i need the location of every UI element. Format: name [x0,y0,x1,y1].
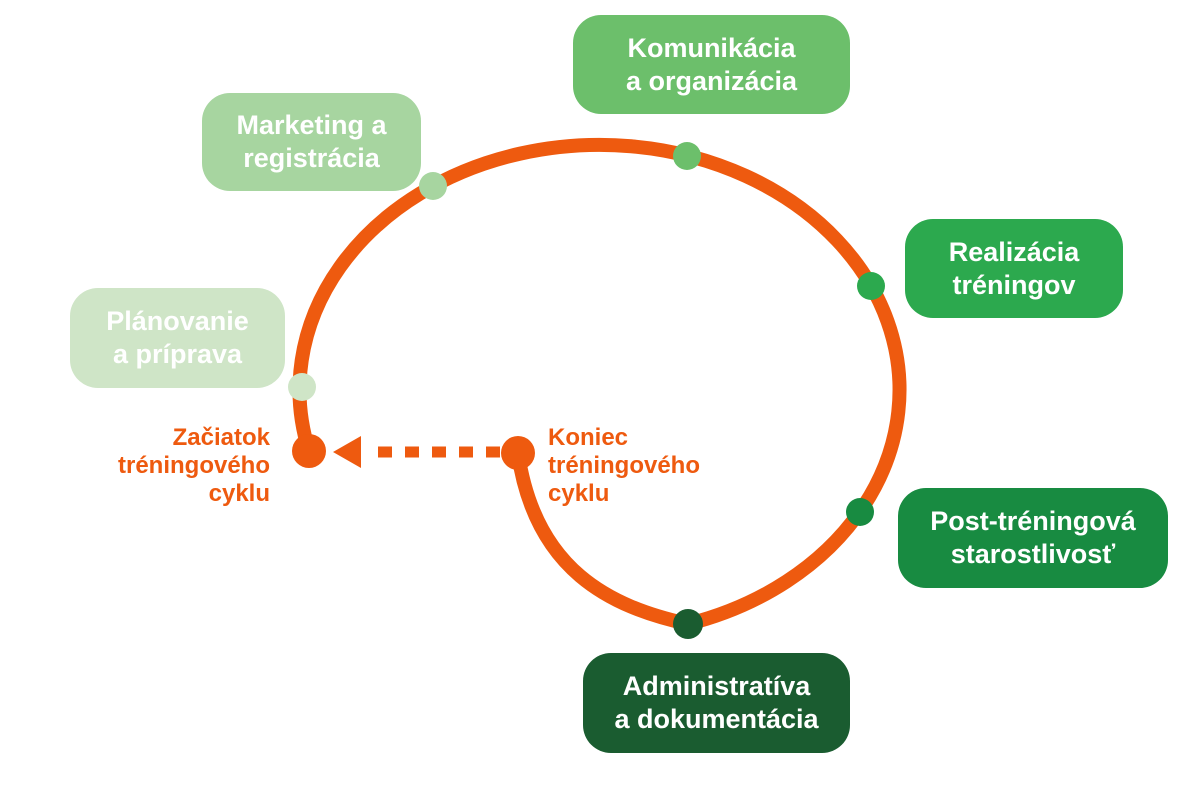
stage-dot-realizacia [857,272,885,300]
stage-dot-komunikacia [673,142,701,170]
stage-box-administrativa: Administratíva a dokumentácia [583,653,850,753]
stage-box-post-trening: Post-tréningová starostlivosť [898,488,1168,588]
stage-dot-planovanie [288,373,316,401]
stage-dot-marketing [419,172,447,200]
cycle-spiral-tail [511,446,695,631]
cycle-end-label: Koniec tréningového cyklu [548,424,701,507]
stage-dot-administrativa [673,609,703,639]
cycle-start-label: Začiatok tréningového cyklu [117,424,270,507]
stage-box-komunikacia: Komunikácia a organizácia [573,15,850,114]
stage-box-planovanie: Plánovanie a príprava [70,288,285,388]
stage-box-marketing: Marketing a registrácia [202,93,421,191]
cycle-arc [292,137,907,631]
stage-box-realizacia: Realizácia tréningov [905,219,1123,318]
return-arrow-head-icon [333,436,361,468]
cycle-start-dot [292,434,326,468]
stage-dot-post-trening [846,498,874,526]
cycle-end-dot [501,436,535,470]
